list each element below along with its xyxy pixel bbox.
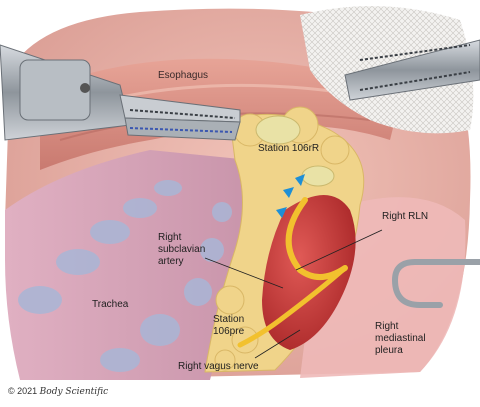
label-right-subclavian-artery: Right subclavian artery: [158, 232, 206, 267]
copyright-brand: Body Scientific: [39, 387, 109, 397]
label-station-106r: Station 106rR: [258, 143, 320, 154]
label-esophagus: Esophagus: [158, 70, 209, 81]
label-station-106pre: Station 106pre: [213, 314, 245, 337]
right-vagus-nerve: [237, 265, 348, 348]
copyright-notice: © 2021 Body Scientific: [8, 386, 108, 397]
label-right-vagus-nerve: Right vagus nerve: [178, 361, 259, 372]
lymph-node-106r: [255, 115, 301, 145]
right-rln: [285, 197, 348, 280]
trachea: [5, 150, 250, 380]
retractor: [391, 259, 480, 308]
copyright-prefix: © 2021: [8, 386, 38, 396]
right-grasper: [344, 39, 480, 101]
arrowheads: [276, 174, 305, 218]
left-grasper: [0, 44, 241, 141]
label-trachea: Trachea: [92, 299, 129, 310]
label-right-mediastinal-pleura: Right mediastinal pleura: [375, 321, 426, 356]
trachea-rings: [18, 180, 232, 372]
label-right-rln: Right RLN: [382, 211, 429, 222]
